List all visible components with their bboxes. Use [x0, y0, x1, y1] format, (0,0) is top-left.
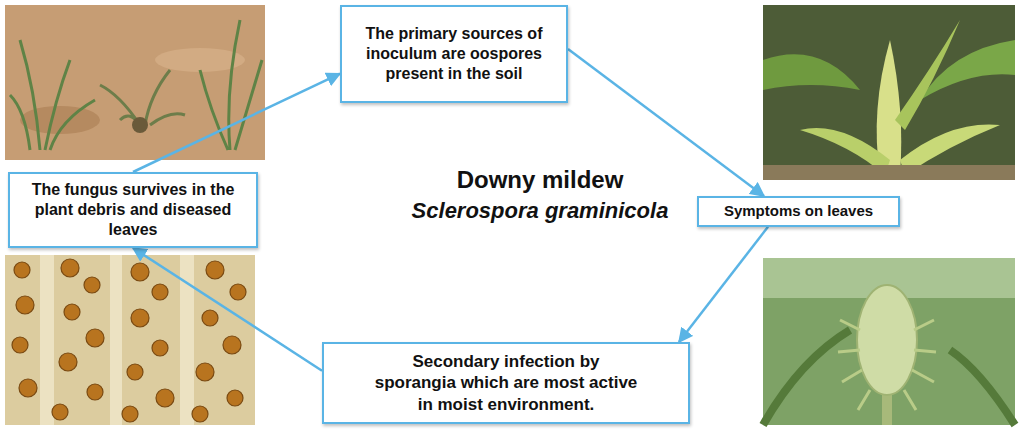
oospore [202, 310, 218, 326]
infected-plant-photo [763, 5, 1015, 180]
leaf [895, 20, 960, 130]
ear [857, 285, 917, 395]
box-text: The primary sources of inoculum are oosp… [350, 24, 558, 84]
oospore [223, 336, 241, 354]
oospore [206, 261, 224, 279]
oospore [227, 390, 243, 406]
oospore [64, 304, 80, 320]
oospore-photo [5, 255, 255, 425]
cycle-arrow [133, 74, 340, 172]
box-text: Secondary infection by sporangia which a… [372, 351, 640, 415]
oospore [12, 337, 28, 353]
box-text: Symptoms on leaves [724, 202, 873, 221]
seedling [100, 70, 185, 125]
oospore [122, 406, 138, 422]
background [763, 5, 1015, 180]
oospore [16, 296, 34, 314]
seedling [200, 20, 262, 150]
oospore [131, 309, 149, 327]
oospore [152, 284, 168, 300]
leaf [763, 54, 860, 90]
seedling-photo [5, 5, 265, 160]
oospore [196, 363, 214, 381]
process-box: Symptoms on leaves [697, 196, 900, 227]
center-title: Downy mildew [370, 166, 710, 194]
box-text: The fungus survives in the plant debris … [20, 180, 246, 240]
oospore [192, 406, 208, 422]
oospore [156, 389, 174, 407]
tissue [5, 255, 255, 425]
cycle-arrow [679, 227, 768, 342]
green-ear-photo [763, 258, 1015, 425]
oospore [127, 364, 143, 380]
pathogen-name: Sclerospora graminicola [370, 198, 710, 224]
oospore [87, 384, 103, 400]
oospore [19, 379, 37, 397]
oospore [86, 329, 104, 347]
process-box: The fungus survives in the plant debris … [8, 172, 258, 248]
seedling [10, 40, 95, 150]
oospore [59, 353, 77, 371]
process-box: Secondary infection by sporangia which a… [322, 342, 690, 424]
oospore [131, 263, 149, 281]
oospore [52, 404, 68, 420]
process-box: The primary sources of inoculum are oosp… [340, 5, 568, 103]
vein [110, 255, 122, 425]
background [763, 258, 1015, 425]
soil [5, 5, 265, 160]
bristle [838, 320, 936, 410]
debris [132, 117, 148, 133]
cycle-arrow [133, 248, 322, 371]
oospore [84, 277, 100, 293]
oospore [61, 259, 79, 277]
soil [763, 165, 1015, 180]
oospore [152, 340, 168, 356]
oospore [230, 284, 246, 300]
vein [40, 255, 54, 425]
oospore [14, 262, 30, 278]
